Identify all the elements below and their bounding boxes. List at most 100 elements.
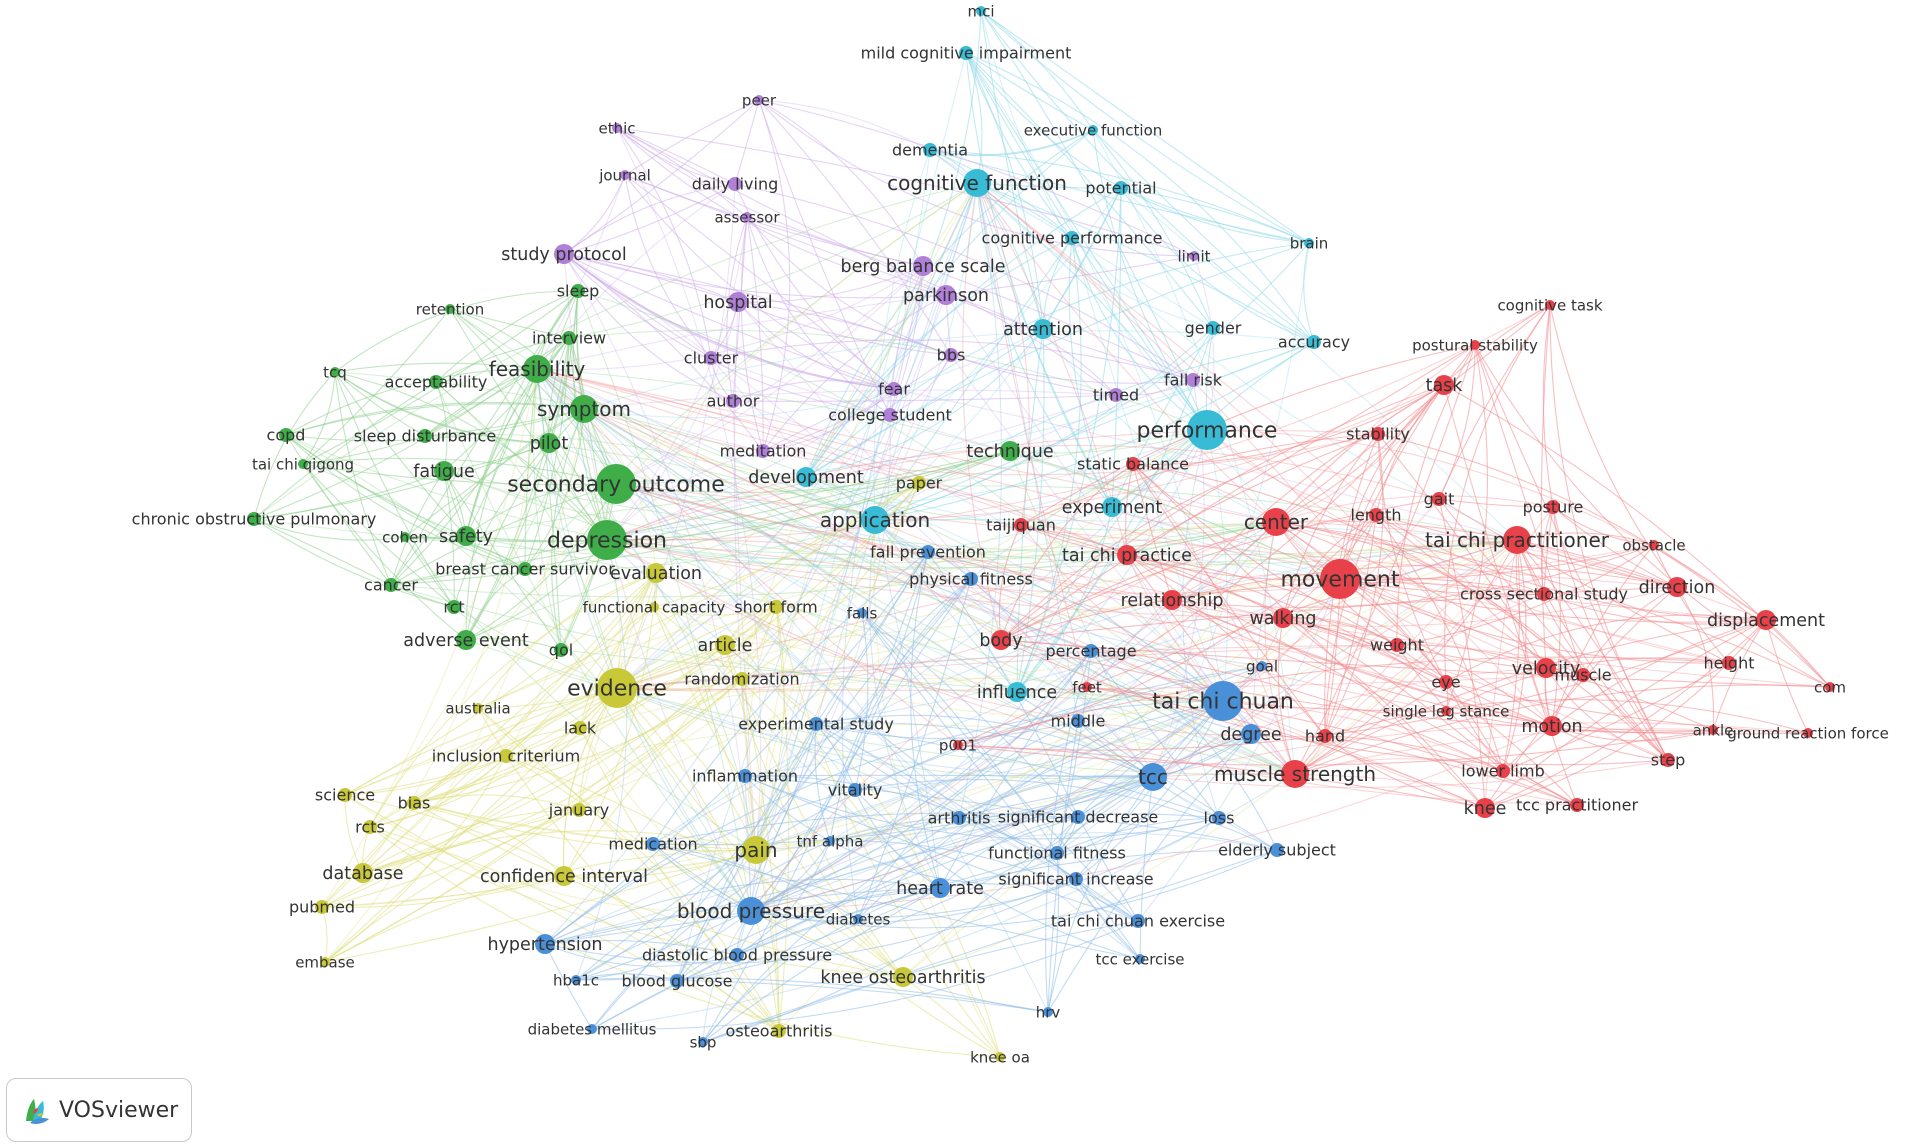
node-paper[interactable] (912, 476, 926, 490)
node-gender[interactable] (1206, 321, 1220, 335)
node-medication[interactable] (646, 837, 660, 851)
node-cluster[interactable] (704, 351, 718, 365)
node-obstacle[interactable] (1649, 540, 1659, 550)
node-inflammation[interactable] (738, 769, 752, 783)
node-tcc[interactable] (1139, 763, 1167, 791)
node-symptom[interactable] (570, 395, 598, 423)
node-rct[interactable] (447, 600, 461, 614)
node-dementia[interactable] (923, 143, 937, 157)
node-ground-reaction-force[interactable] (1803, 728, 1813, 738)
node-tcc-exercise[interactable] (1135, 954, 1145, 964)
node-knee-osteoarthritis[interactable] (893, 967, 913, 987)
node-task[interactable] (1434, 375, 1454, 395)
node-significant-decrease[interactable] (1071, 810, 1085, 824)
node-application[interactable] (861, 506, 889, 534)
node-tnf-alpha[interactable] (825, 836, 835, 846)
node-database[interactable] (353, 863, 373, 883)
node-falls[interactable] (857, 608, 867, 618)
node-height[interactable] (1722, 656, 1736, 670)
node-chronic-obstructive-pulmonary[interactable] (247, 512, 261, 526)
node-percentage[interactable] (1084, 644, 1098, 658)
node-embase[interactable] (320, 957, 330, 967)
node-tcc-practitioner[interactable] (1570, 798, 1584, 812)
node-middle[interactable] (1071, 714, 1085, 728)
node-com[interactable] (1825, 682, 1835, 692)
node-weight[interactable] (1390, 638, 1404, 652)
node-brain[interactable] (1304, 238, 1314, 248)
node-short-form[interactable] (769, 600, 783, 614)
node-parkinson[interactable] (936, 285, 956, 305)
node-influence[interactable] (1007, 682, 1027, 702)
node-bias[interactable] (407, 796, 421, 810)
node-postural-stability[interactable] (1470, 340, 1480, 350)
node-muscle[interactable] (1576, 668, 1590, 682)
node-diastolic-blood-pressure[interactable] (730, 948, 744, 962)
node-length[interactable] (1369, 508, 1383, 522)
node-vitality[interactable] (848, 783, 862, 797)
node-timed[interactable] (1109, 388, 1123, 402)
node-single-leg-stance[interactable] (1441, 706, 1451, 716)
node-limit[interactable] (1189, 251, 1199, 261)
node-randomization[interactable] (735, 672, 749, 686)
node-sbp[interactable] (698, 1037, 708, 1047)
node-rcts[interactable] (363, 820, 377, 834)
node-accuracy[interactable] (1307, 335, 1321, 349)
node-blood-glucose[interactable] (670, 974, 684, 988)
node-qol[interactable] (554, 643, 568, 657)
node-science[interactable] (338, 788, 352, 802)
node-step[interactable] (1661, 753, 1675, 767)
node-direction[interactable] (1667, 577, 1687, 597)
node-sleep[interactable] (571, 284, 585, 298)
node-motion[interactable] (1542, 716, 1562, 736)
node-ethic[interactable] (612, 123, 622, 133)
node-pubmed[interactable] (315, 900, 329, 914)
node-adverse-event[interactable] (456, 630, 476, 650)
node-hypertension[interactable] (535, 934, 555, 954)
node-pain[interactable] (742, 836, 770, 864)
node-stability[interactable] (1371, 427, 1385, 441)
node-physical-fitness[interactable] (964, 572, 978, 586)
node-sleep-disturbance[interactable] (418, 429, 432, 443)
node-muscle-strength[interactable] (1281, 760, 1309, 788)
node-meditation[interactable] (756, 444, 770, 458)
node-depression[interactable] (587, 520, 627, 560)
node-cognitive-performance[interactable] (1065, 231, 1079, 245)
node-evidence[interactable] (597, 668, 637, 708)
node-taijiquan[interactable] (1014, 518, 1028, 532)
node-pilot[interactable] (539, 433, 559, 453)
node-author[interactable] (726, 394, 740, 408)
node-cognitive-function[interactable] (963, 169, 991, 197)
node-tai-chi-practitioner[interactable] (1503, 526, 1531, 554)
node-fall-risk[interactable] (1186, 373, 1200, 387)
node-gait[interactable] (1432, 492, 1446, 506)
node-relationship[interactable] (1162, 590, 1182, 610)
node-attention[interactable] (1033, 319, 1053, 339)
node-knee[interactable] (1475, 798, 1495, 818)
node-performance[interactable] (1187, 410, 1227, 450)
node-velocity[interactable] (1536, 658, 1556, 678)
node-peer[interactable] (754, 95, 764, 105)
node-fear[interactable] (887, 382, 901, 396)
node-potential[interactable] (1114, 181, 1128, 195)
node-breast-cancer-survivor[interactable] (518, 562, 532, 576)
node-walking[interactable] (1273, 608, 1293, 628)
node-diabetes[interactable] (853, 914, 863, 924)
node-functional-capacity[interactable] (649, 602, 659, 612)
node-displacement[interactable] (1756, 610, 1776, 630)
node-cross-sectional-study[interactable] (1537, 587, 1551, 601)
node-executive-function[interactable] (1088, 125, 1098, 135)
node-article[interactable] (715, 635, 735, 655)
node-lower-limb[interactable] (1496, 764, 1510, 778)
node-feet[interactable] (1082, 682, 1092, 692)
node-degree[interactable] (1241, 724, 1261, 744)
node-hba1c[interactable] (571, 975, 581, 985)
node-cancer[interactable] (384, 578, 398, 592)
node-mci[interactable] (976, 6, 986, 16)
node-goal[interactable] (1257, 661, 1267, 671)
node-january[interactable] (572, 803, 586, 817)
node-lack[interactable] (573, 721, 587, 735)
node-assessor[interactable] (742, 212, 752, 222)
node-functional-fitness[interactable] (1050, 846, 1064, 860)
node-hospital[interactable] (728, 292, 748, 312)
node-hand[interactable] (1318, 729, 1332, 743)
